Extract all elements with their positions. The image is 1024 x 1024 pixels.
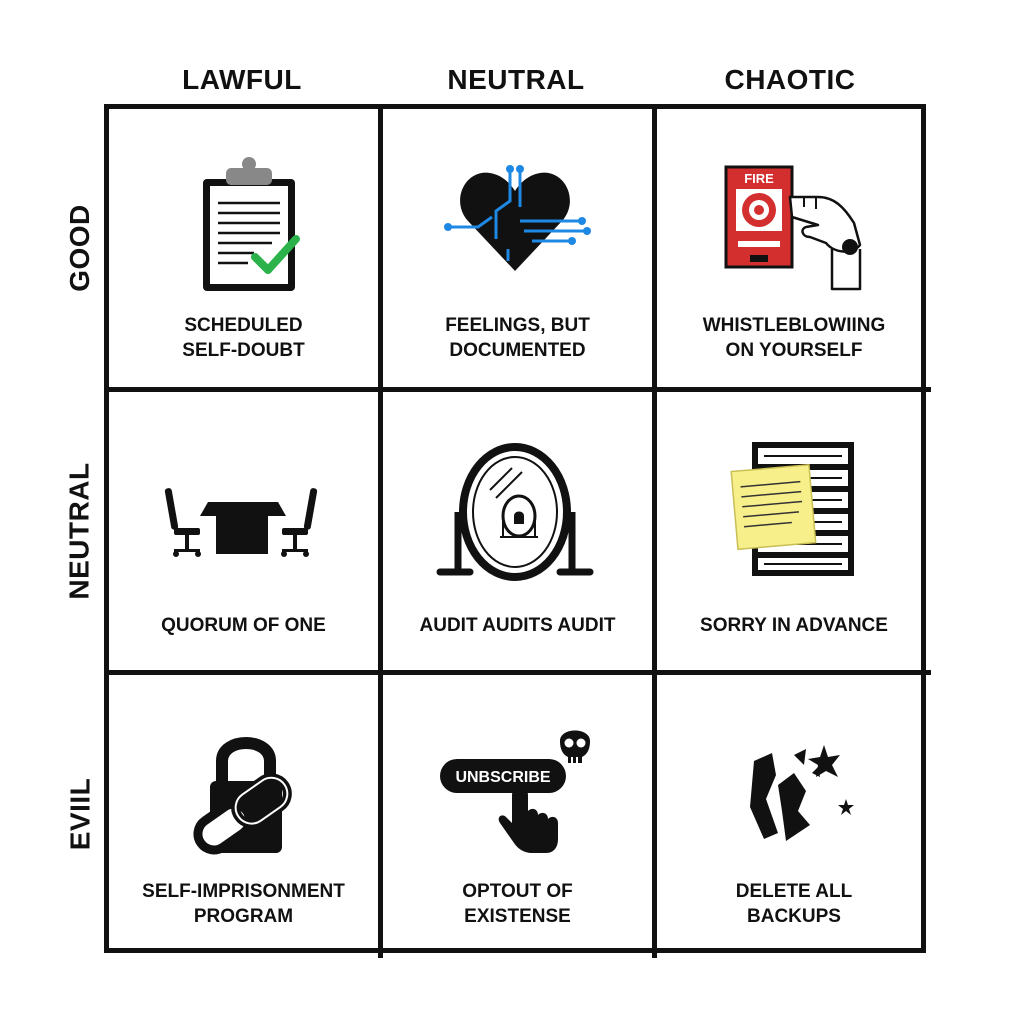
caption-chaotic-neutral: SORRY IN ADVANCE	[700, 615, 888, 636]
clipboard-checkmark-icon	[146, 149, 336, 299]
caption-true-neutral: AUDIT AUDITS AUDIT	[419, 615, 616, 636]
unsubscribe-button-text: UNBSCRIBE	[455, 769, 550, 786]
circuit-heart-icon	[420, 149, 610, 299]
shattered-drive-icon	[694, 715, 884, 865]
server-sticky-note-icon	[694, 432, 884, 582]
meeting-table-icon	[146, 432, 336, 582]
column-header-chaotic: CHAOTIC	[724, 64, 856, 95]
column-header-lawful: LAWFUL	[182, 64, 302, 95]
row-header-evil: EVIIL	[64, 777, 96, 851]
fire-alarm-robot-hand-icon: FIRE	[694, 149, 884, 299]
cell-chaotic-neutral: SORRY IN ADVANCE	[657, 392, 931, 675]
column-header-neutral: NEUTRAL	[447, 64, 585, 95]
svg-text:FIRE: FIRE	[744, 171, 774, 186]
row-header-good: GOOD	[64, 204, 95, 292]
cell-lawful-neutral: QUORUM OF ONE	[109, 392, 383, 675]
row-header-neutral: NEUTRAL	[64, 462, 96, 600]
padlock-chain-icon	[146, 715, 336, 865]
caption-lawful-neutral: QUORUM OF ONE	[161, 615, 326, 636]
unsubscribe-skull-icon: UNBSCRIBE	[420, 715, 610, 865]
cell-true-neutral: AUDIT AUDITS AUDIT	[383, 392, 657, 675]
recursive-mirror-icon	[420, 432, 610, 582]
